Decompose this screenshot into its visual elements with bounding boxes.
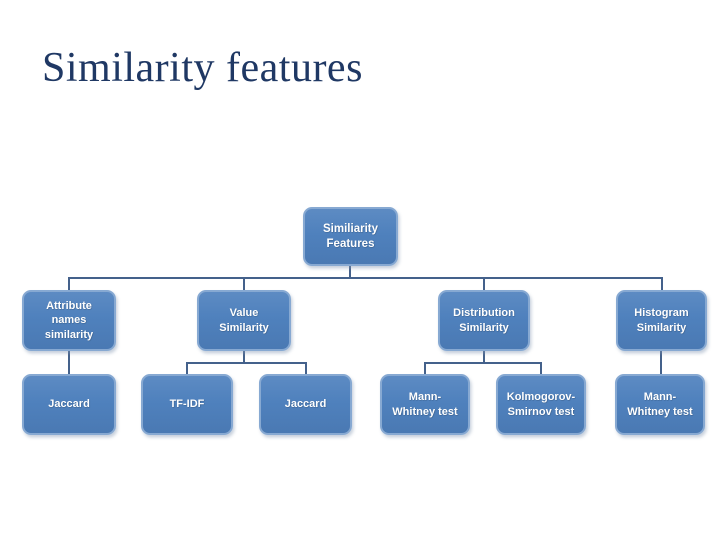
connector-distribution-drop-kolmogorov	[540, 364, 542, 374]
node-mann-whitney-histogram: Mann- Whitney test	[615, 374, 705, 435]
connector-value-drop-jaccard	[305, 364, 307, 374]
connector-value-horizontal	[186, 362, 307, 364]
node-distribution-similarity: Distribution Similarity	[438, 290, 530, 351]
connector-drop-attribute	[68, 279, 70, 290]
connector-level1-horizontal	[68, 277, 663, 279]
node-jaccard-value: Jaccard	[259, 374, 352, 435]
node-attribute-names-similarity: Attribute names similarity	[22, 290, 116, 351]
connector-attribute-jaccard	[68, 351, 70, 374]
slide-title: Similarity features	[42, 45, 363, 91]
connector-distribution-stem	[483, 351, 485, 363]
node-tf-idf: TF-IDF	[141, 374, 233, 435]
connector-drop-value	[243, 279, 245, 290]
node-similiarity-features-root: Similiarity Features	[303, 207, 398, 266]
connector-drop-histogram	[661, 279, 663, 290]
node-jaccard-attribute: Jaccard	[22, 374, 116, 435]
connector-value-stem	[243, 351, 245, 363]
connector-distribution-drop-mannwhitney	[424, 364, 426, 374]
connector-distribution-horizontal	[424, 362, 542, 364]
node-value-similarity: Value Similarity	[197, 290, 291, 351]
connector-histogram-mannwhitney	[660, 351, 662, 374]
node-kolmogorov-smirnov: Kolmogorov- Smirnov test	[496, 374, 586, 435]
connector-drop-distribution	[483, 279, 485, 290]
connector-root-stem	[349, 264, 351, 278]
connector-value-drop-tfidf	[186, 364, 188, 374]
node-mann-whitney-distribution: Mann- Whitney test	[380, 374, 470, 435]
node-histogram-similarity: Histogram Similarity	[616, 290, 707, 351]
